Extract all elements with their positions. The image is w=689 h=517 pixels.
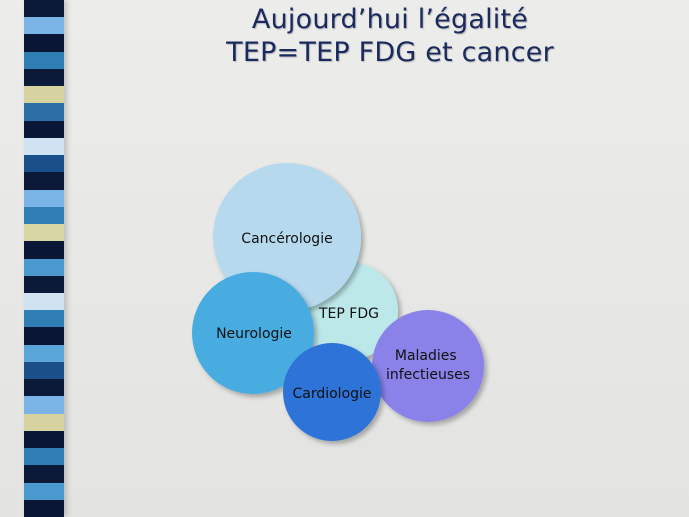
- circle-cardiologie: Cardiologie: [283, 343, 381, 441]
- circle-maladies-infectieuses-label: Maladies infectieuses: [386, 348, 470, 383]
- stripe-segment: [24, 68, 64, 87]
- stripe-segment: [24, 137, 64, 156]
- stripe-segment: [24, 292, 64, 311]
- stripe-segment: [24, 34, 64, 52]
- stripe-segment: [24, 499, 64, 517]
- slide-title-line-2: TEP=TEP FDG et cancer: [226, 37, 554, 68]
- circle-maladies-infectieuses-shape: [372, 310, 484, 422]
- stripe-segment: [24, 172, 64, 190]
- stripe-segment: [24, 103, 64, 121]
- stripe-segment: [24, 258, 64, 276]
- stripe-segment: [24, 206, 64, 225]
- circle-maladies-infectieuses-label-line-1: Maladies: [395, 348, 457, 364]
- stripe-segment: [24, 448, 64, 466]
- stripe-segment: [24, 310, 64, 328]
- circle-neurologie-label-line-1: Neurologie: [216, 326, 292, 342]
- stripe-segment: [24, 465, 64, 483]
- circle-cardiologie-shape: [283, 343, 381, 441]
- stripe-segment: [24, 241, 64, 259]
- stripe-segment: [24, 51, 64, 69]
- stripe-segment: [24, 86, 64, 104]
- circle-cancerologie-label-line-1: Cancérologie: [241, 231, 332, 247]
- circle-neurologie-shape: [192, 272, 314, 394]
- circle-maladies-infectieuses-label-line-2: infectieuses: [386, 367, 470, 383]
- decorative-stripe-bar: [24, 0, 64, 517]
- slide-title-line-1: Aujourd’hui l’égalité: [251, 4, 529, 35]
- stripe-segment: [24, 224, 64, 242]
- circle-neurologie: Neurologie: [192, 272, 314, 394]
- stripe-segment: [24, 17, 64, 35]
- stripe-segment: [24, 482, 64, 500]
- stripe-segment: [24, 379, 64, 397]
- stripe-segment: [24, 189, 64, 207]
- slide-title: Aujourd’hui l’égalité TEP=TEP FDG et can…: [160, 3, 620, 69]
- stripe-segment: [24, 361, 64, 380]
- stripe-segment: [24, 344, 64, 362]
- stripe-segment: [24, 413, 64, 431]
- stripe-segment: [24, 327, 64, 345]
- circle-tep-fdg-label: TEP FDG: [318, 306, 379, 322]
- circle-maladies-infectieuses: Maladies infectieuses: [372, 310, 484, 422]
- stripe-segment: [24, 120, 64, 138]
- circle-tep-fdg-label-line-1: TEP FDG: [318, 306, 379, 322]
- stripe-segment: [24, 275, 64, 293]
- circle-cardiologie-label-line-1: Cardiologie: [292, 386, 371, 402]
- stripe-segment: [24, 0, 64, 18]
- circle-neurologie-label: Neurologie: [216, 326, 292, 342]
- stripe-segment: [24, 430, 64, 449]
- stripe-segment: [24, 155, 64, 173]
- circle-cancerologie-label: Cancérologie: [241, 231, 332, 247]
- circle-cardiologie-label: Cardiologie: [292, 386, 371, 402]
- stripe-segment: [24, 396, 64, 414]
